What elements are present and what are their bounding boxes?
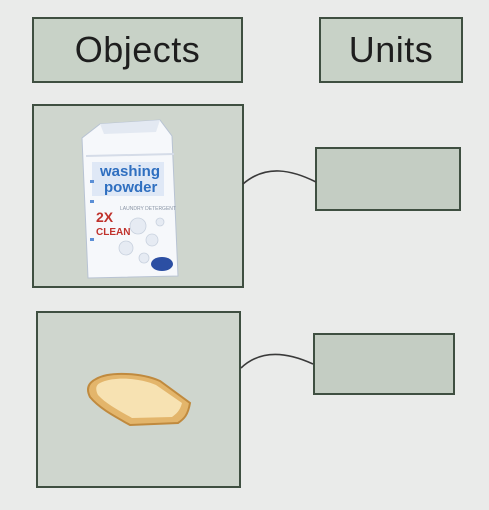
- washing-powder-text-line1: washing: [99, 163, 160, 180]
- units-header-label: Units: [348, 29, 434, 70]
- connector-line-1: [242, 170, 317, 185]
- units-header: Units: [319, 17, 463, 83]
- badge-clean: CLEAN: [96, 227, 130, 238]
- object-card-bread-slice: [36, 311, 241, 488]
- washing-powder-small-text: LAUNDRY DETERGENT: [120, 206, 176, 212]
- badge-2x: 2X: [96, 209, 114, 225]
- washing-powder-bag-image: washing powder 2X CLEAN LAUNDRY DETERGEN…: [81, 119, 179, 279]
- objects-header: Objects: [32, 17, 243, 83]
- object-card-washing-powder: washing powder 2X CLEAN LAUNDRY DETERGEN…: [32, 104, 244, 288]
- bread-slice-image: [87, 372, 192, 427]
- connector-line-2: [240, 353, 314, 369]
- washing-powder-text-line2: powder: [104, 179, 157, 196]
- unit-answer-box-1[interactable]: [315, 147, 461, 211]
- unit-answer-box-2[interactable]: [313, 333, 455, 395]
- objects-header-label: Objects: [74, 29, 201, 70]
